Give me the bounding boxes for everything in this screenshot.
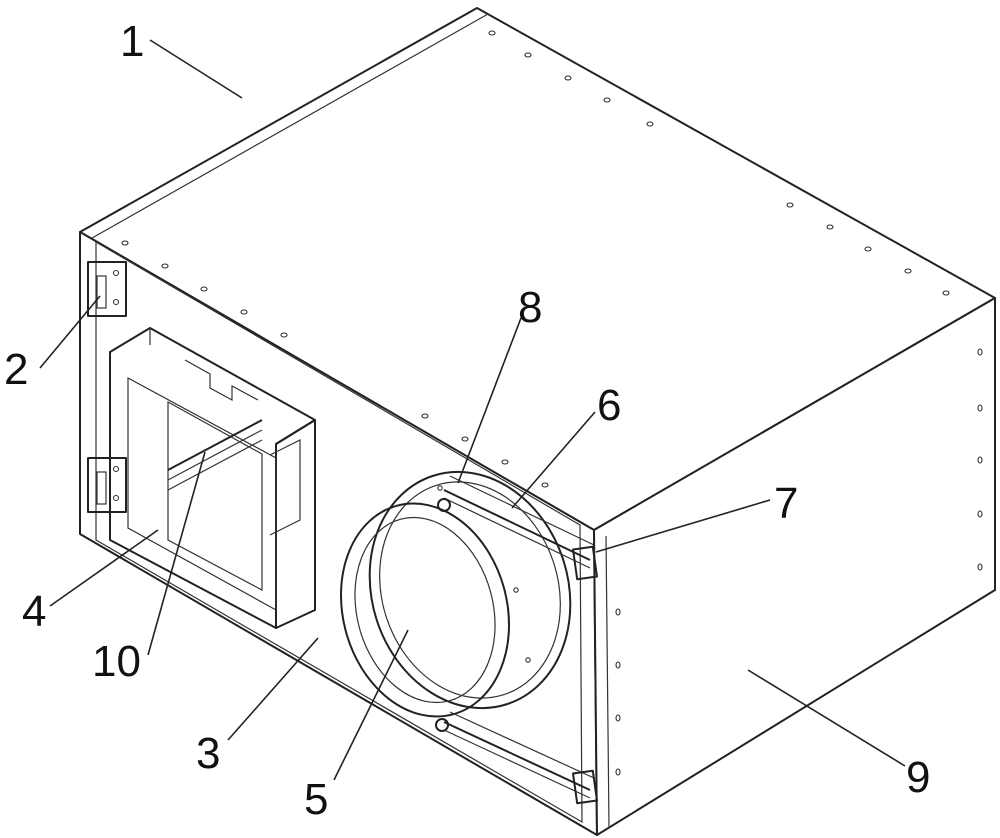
leader-lines: [39, 39, 906, 781]
label-7: 7: [774, 479, 798, 528]
label-10: 10: [92, 637, 141, 686]
hinge-upper: [87, 261, 127, 317]
label-8: 8: [518, 283, 542, 332]
top-edge-line: [91, 13, 489, 239]
label-3: 3: [196, 729, 220, 778]
side-panel: [593, 297, 996, 836]
leader-5: [333, 629, 409, 781]
slide-rail: [167, 419, 263, 491]
label-9: 9: [906, 753, 930, 802]
label-2: 2: [4, 345, 28, 394]
label-1: 1: [120, 17, 144, 66]
side-screws: [615, 348, 983, 776]
hinge-lower: [87, 457, 127, 513]
tension-rod-lower: [435, 711, 598, 805]
label-5: 5: [304, 775, 328, 824]
tension-rod-upper: [437, 475, 598, 581]
circular-duct-collar: [340, 470, 572, 718]
leader-9: [747, 669, 906, 767]
top-screws: [121, 30, 950, 488]
leader-6: [511, 411, 596, 509]
leader-10: [147, 451, 206, 656]
leader-4: [49, 529, 159, 607]
leader-7: [595, 499, 771, 553]
front-panel-border: [95, 241, 583, 824]
leader-1: [149, 39, 243, 99]
leader-3: [227, 637, 319, 741]
label-6: 6: [597, 381, 621, 430]
leader-8: [457, 317, 522, 484]
leader-2: [39, 295, 101, 369]
label-4: 4: [22, 587, 46, 636]
side-flange-line: [605, 535, 610, 829]
